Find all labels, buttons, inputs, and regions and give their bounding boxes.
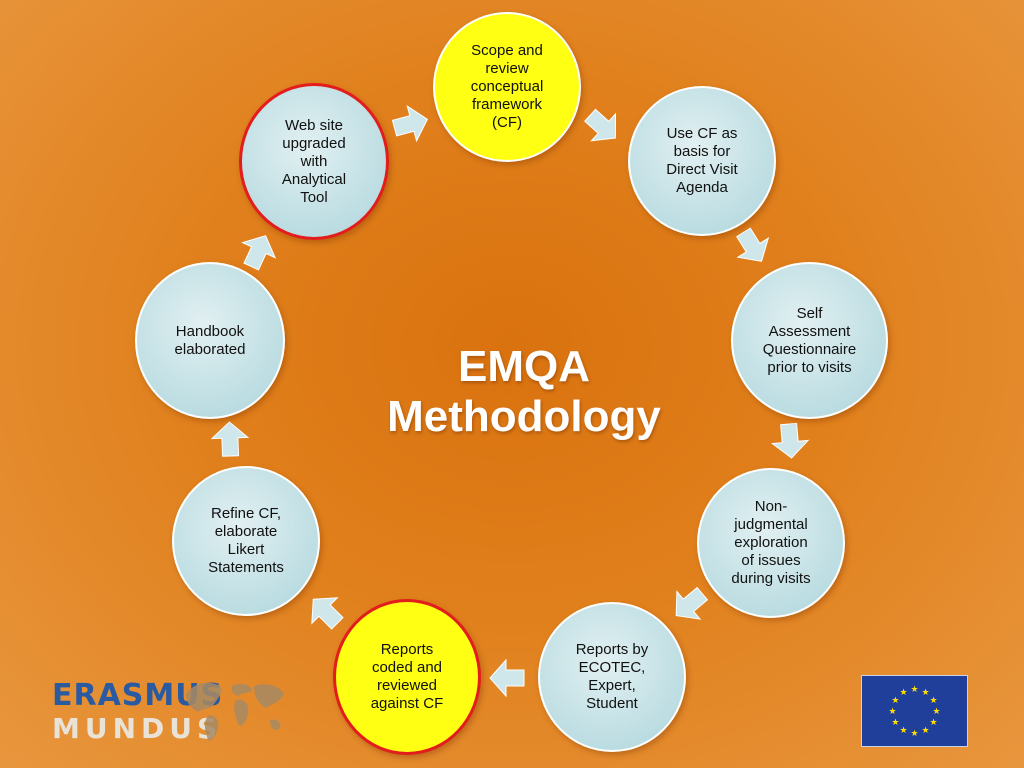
logo-word-2: MUNDUS: [52, 712, 223, 745]
cycle-arrow: [584, 108, 617, 142]
node-refine-cf: Refine CF, elaborate Likert Statements: [172, 466, 320, 616]
node-self-assessment: Self Assessment Questionnaire prior to v…: [731, 262, 888, 419]
eu-star: ★: [899, 688, 907, 698]
erasmus-mundus-logo: ERASMUS MUNDUS: [52, 676, 292, 746]
cycle-arrow: [736, 227, 770, 262]
node-label: Handbook elaborated: [174, 322, 246, 358]
cycle-arrow: [770, 422, 810, 459]
node-label: Web site upgraded with Analytical Tool: [281, 116, 347, 206]
node-use-cf: Use CF as basis for Direct Visit Agenda: [628, 86, 776, 236]
cycle-arrow: [241, 235, 277, 271]
eu-star: ★: [910, 685, 918, 695]
eu-star: ★: [930, 696, 938, 706]
node-label: Non- judgmental exploration of issues du…: [731, 498, 811, 587]
node-label: Use CF as basis for Direct Visit Agenda: [666, 125, 738, 196]
eu-star: ★: [932, 707, 940, 717]
eu-star: ★: [910, 729, 918, 739]
eu-star: ★: [888, 707, 896, 717]
node-reports-coded: Reports coded and reviewed against CF: [333, 599, 481, 755]
world-map-icon: [186, 682, 284, 741]
cycle-arrow: [210, 421, 250, 457]
eu-star: ★: [921, 726, 929, 736]
node-label: Reports by ECOTEC, Expert, Student: [575, 641, 649, 712]
node-label: Refine CF, elaborate Likert Statements: [208, 505, 284, 576]
node-scope: Scope and review conceptual framework (C…: [433, 12, 581, 162]
node-handbook: Handbook elaborated: [135, 262, 285, 419]
eu-star: ★: [899, 726, 907, 736]
node-label: Scope and review conceptual framework (C…: [470, 42, 544, 131]
node-non-judgmental: Non- judgmental exploration of issues du…: [697, 468, 845, 618]
node-label: Reports coded and reviewed against CF: [370, 641, 444, 712]
title-line-2: Methodology: [387, 392, 661, 441]
diagram-title: EMQA Methodology: [352, 342, 696, 442]
cycle-arrow: [489, 658, 525, 698]
eu-star: ★: [891, 696, 899, 706]
node-label: Self Assessment Questionnaire prior to v…: [762, 304, 857, 376]
eu-star: ★: [921, 688, 929, 698]
cycle-arrow: [391, 104, 429, 143]
eu-star: ★: [891, 718, 899, 728]
node-reports-by: Reports by ECOTEC, Expert, Student: [538, 602, 686, 752]
eu-star: ★: [930, 718, 938, 728]
eu-flag: ★★★★★★★★★★★★: [861, 675, 968, 747]
cycle-arrow: [311, 597, 344, 630]
title-line-1: EMQA: [458, 342, 590, 391]
eu-stars-icon: ★★★★★★★★★★★★: [888, 685, 940, 739]
cycle-arrow: [675, 586, 709, 620]
node-website: Web site upgraded with Analytical Tool: [239, 83, 389, 240]
